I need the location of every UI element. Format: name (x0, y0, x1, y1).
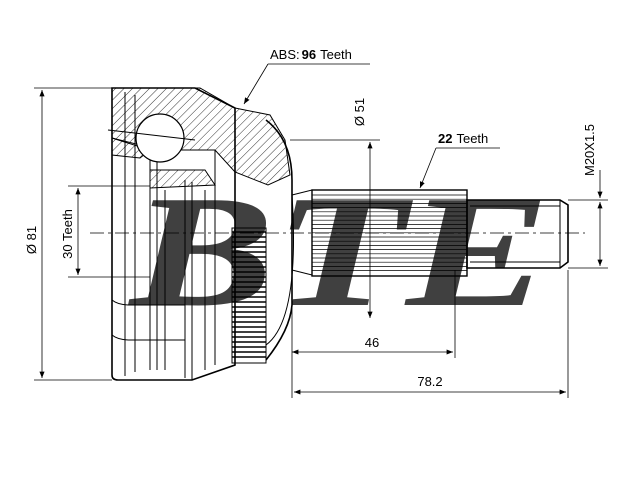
spline-count: 22 (438, 131, 452, 146)
abs-count: 96 (302, 47, 316, 62)
thread-label: M20X1.5 (582, 124, 597, 176)
callout-spline: 22 Teeth (419, 131, 500, 189)
length-78-label: 78.2 (417, 374, 442, 389)
inner-teeth-label: 30 Teeth (60, 209, 75, 259)
spline-suffix: Teeth (456, 131, 488, 146)
dim-length-46: 46 (292, 270, 456, 358)
dim-seal-diameter: Ø 51 (290, 98, 380, 318)
outer-housing (107, 87, 291, 381)
abs-suffix: Teeth (320, 47, 352, 62)
outer-diameter-label: Ø 81 (24, 226, 39, 254)
threaded-stub (466, 199, 569, 269)
dim-thread: M20X1.5 (568, 124, 608, 269)
dim-outer-diameter: Ø 81 (24, 87, 112, 381)
brand-watermark: BTE (127, 162, 550, 340)
abs-ring (231, 227, 267, 364)
dim-length-78: 78.2 (291, 270, 569, 398)
length-46-label: 46 (365, 335, 379, 350)
abs-prefix: ABS: (270, 47, 300, 62)
seal-diameter-label: Ø 51 (352, 98, 367, 126)
dim-inner-teeth: 30 Teeth (60, 185, 150, 278)
callout-abs: ABS:96 Teeth (243, 47, 370, 105)
watermark: BTE (127, 162, 550, 340)
